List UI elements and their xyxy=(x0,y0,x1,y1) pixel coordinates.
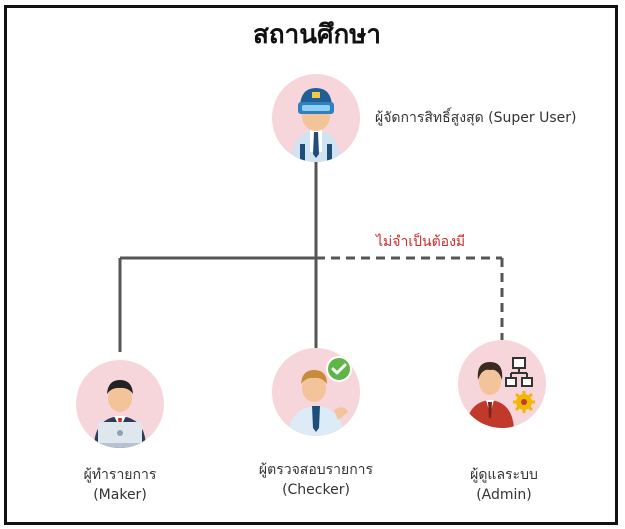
maker-avatar xyxy=(76,360,164,448)
super-user-avatar xyxy=(272,74,360,162)
diagram-title: สถานศึกษา xyxy=(253,20,381,50)
vr-headset-user-icon xyxy=(292,88,340,162)
maker-label-block: ผู้ทำรายการ (Maker) xyxy=(60,465,180,505)
laptop-user-icon xyxy=(92,380,148,448)
admin-label: ผู้ดูแลระบบ xyxy=(470,467,538,483)
checker-user-icon xyxy=(288,370,348,436)
admin-role: (Admin) xyxy=(476,487,532,503)
checker-label-block: ผู้ตรวจสอบรายการ (Checker) xyxy=(236,460,396,500)
maker-role: (Maker) xyxy=(93,487,147,503)
maker-label: ผู้ทำรายการ xyxy=(83,467,157,483)
checker-label: ผู้ตรวจสอบรายการ xyxy=(258,462,374,478)
checker-role: (Checker) xyxy=(282,482,350,498)
checker-avatar xyxy=(272,348,360,436)
admin-avatar xyxy=(458,340,546,428)
network-admin-icon xyxy=(466,357,535,428)
optional-note: ไม่จำเป็นต้องมี xyxy=(376,234,466,250)
super-user-label: ผู้จัดการสิทธิ์สูงสุด (Super User) xyxy=(375,110,577,126)
check-badge-icon xyxy=(326,356,352,382)
admin-label-block: ผู้ดูแลระบบ (Admin) xyxy=(444,465,564,505)
